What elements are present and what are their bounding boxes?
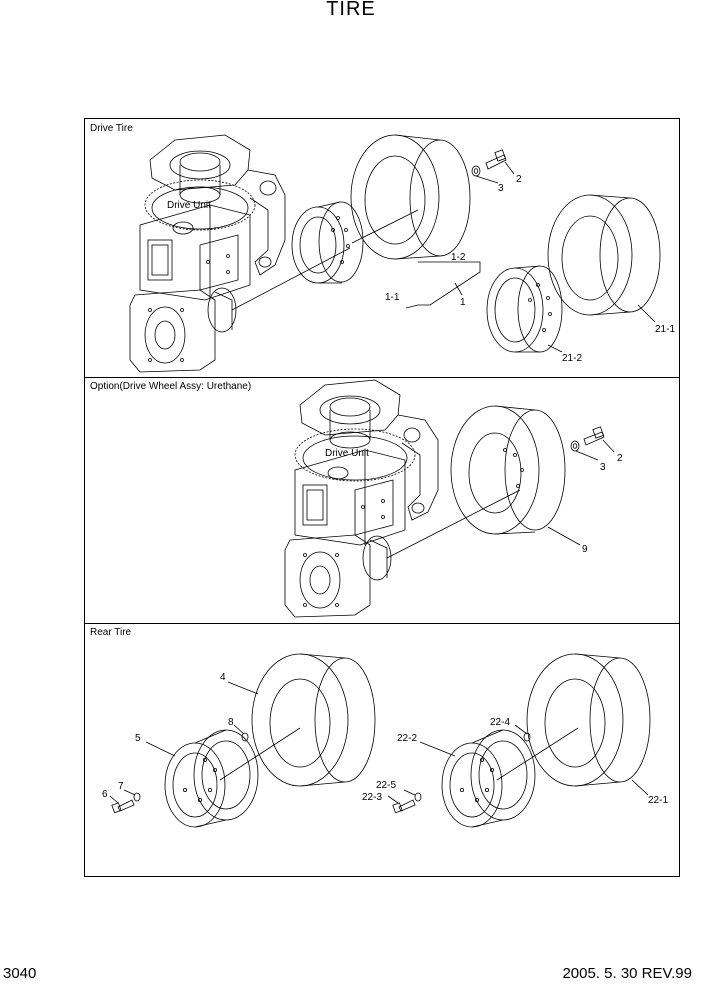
callout-p1-1: 1 xyxy=(460,297,466,308)
bolt-6-washer-7 xyxy=(111,792,141,814)
callout-p3-22-5: 22-5 xyxy=(376,780,396,791)
panel-rear-tire: Rear Tire xyxy=(84,623,680,877)
callout-p2-2: 2 xyxy=(617,453,623,464)
callout-p1-2: 2 xyxy=(516,174,522,185)
bolt-22-3-washer-22-5 xyxy=(392,792,422,814)
page-number: 3040 xyxy=(3,965,37,982)
rim-left xyxy=(164,729,259,828)
drive-unit-label-1: Drive Unit xyxy=(167,200,211,211)
callout-p3-22-1: 22-1 xyxy=(648,795,668,806)
drive-unit-illustration-2 xyxy=(284,379,521,618)
drive-unit-illustration-1 xyxy=(129,134,351,373)
tire-21-1 xyxy=(547,194,661,316)
page-title: TIRE xyxy=(326,0,376,20)
callout-p3-7: 7 xyxy=(118,781,124,792)
rear-tire-left xyxy=(251,653,376,787)
callout-p2-9: 9 xyxy=(582,544,588,555)
callout-p3-22-3: 22-3 xyxy=(362,792,382,803)
callout-p3-22-4: 22-4 xyxy=(490,717,510,728)
callout-p3-6: 6 xyxy=(102,789,108,800)
callout-p1-1-2: 1-2 xyxy=(451,252,466,263)
bolt-2-washer-3-p2 xyxy=(570,426,605,452)
panel-drive-tire: Drive Tire xyxy=(84,118,680,378)
callout-p1-1-1: 1-1 xyxy=(385,292,400,303)
tire-1-2 xyxy=(350,134,471,260)
panel-label-option: Option(Drive Wheel Assy: Urethane) xyxy=(90,381,252,392)
panel-label-drive-tire: Drive Tire xyxy=(90,123,133,134)
drive-unit-label-2: Drive Unit xyxy=(325,448,369,459)
bolt-2-washer-3-p1 xyxy=(471,149,507,177)
hub-21-2 xyxy=(486,265,563,353)
callout-p1-21-1: 21-1 xyxy=(655,324,675,335)
rim-right xyxy=(441,729,536,828)
callout-p3-22-2: 22-2 xyxy=(397,733,417,744)
rear-tire-right xyxy=(526,653,651,787)
callout-p3-4: 4 xyxy=(220,672,226,683)
callout-p2-3: 3 xyxy=(600,462,606,473)
panel-option-urethane: Option(Drive Wheel Assy: Urethane) xyxy=(84,377,680,624)
urethane-wheel-9 xyxy=(450,405,566,535)
hub-1-1 xyxy=(291,201,364,284)
revision-date: 2005. 5. 30 REV.99 xyxy=(562,965,692,982)
callout-p3-5: 5 xyxy=(135,733,141,744)
callout-p1-3: 3 xyxy=(498,183,504,194)
callout-p3-8: 8 xyxy=(228,717,234,728)
panel-label-rear-tire: Rear Tire xyxy=(90,627,132,638)
callout-p1-21-2: 21-2 xyxy=(562,353,582,364)
